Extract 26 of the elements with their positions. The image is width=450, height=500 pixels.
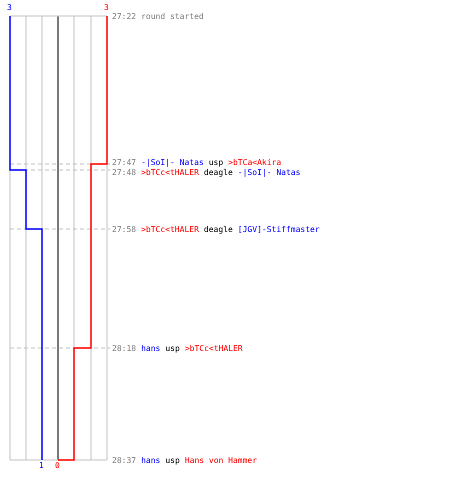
weapon-name: usp (208, 158, 224, 167)
player-name: Hans von Hammer (184, 456, 258, 465)
event-text: round started (141, 12, 204, 21)
timestamp: 27:48 (112, 168, 136, 177)
player-name: >bTCc<tHALER (141, 168, 199, 177)
weapon-name: usp (165, 456, 180, 465)
timestamp: 27:47 (112, 158, 136, 167)
player-name: >bTCc<tHALER (141, 225, 199, 234)
player-name: -|SoI|- Natas (238, 168, 300, 177)
player-name: hans (141, 344, 160, 353)
player-name: [JGV]-Stiffmaster (238, 225, 320, 234)
team-count: 0 (55, 461, 60, 470)
player-name: >bTCa<Akira (228, 158, 282, 167)
weapon-name: usp (165, 344, 180, 353)
timestamp: 27:58 (112, 225, 136, 234)
timestamp: 28:37 (112, 456, 136, 465)
weapon-name: deagle (204, 168, 233, 177)
weapon-name: deagle (204, 225, 233, 234)
timestamp: 27:22 (112, 12, 136, 21)
team-count: 3 (7, 3, 12, 12)
team-count: 1 (39, 461, 44, 470)
player-name: hans (141, 456, 160, 465)
team-count: 3 (104, 3, 109, 12)
player-name: >bTCc<tHALER (184, 344, 243, 353)
timestamp: 28:18 (112, 344, 136, 353)
player-name: -|SoI|- Natas (141, 158, 204, 167)
